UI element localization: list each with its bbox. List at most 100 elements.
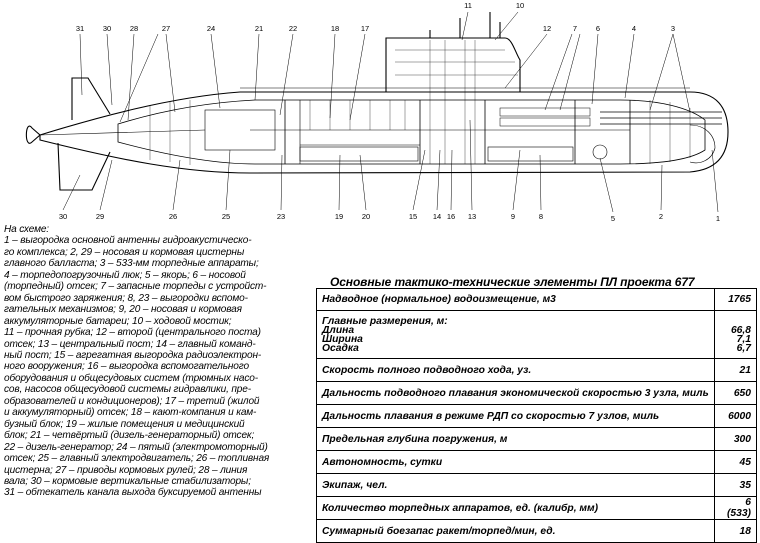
spec-label: Количество торпедных аппаратов, ед. (кал… xyxy=(316,496,715,520)
pressure-hull xyxy=(117,99,706,165)
spec-value: 18 xyxy=(713,519,758,543)
propeller xyxy=(25,125,41,144)
dimension-value: 7,1 xyxy=(736,333,751,345)
callout-bottom: 9 xyxy=(511,212,515,221)
callout-top: 17 xyxy=(361,24,369,33)
dimension-label: Осадка xyxy=(322,342,359,354)
fwd-battery xyxy=(487,146,574,162)
legend-line: 22 – дизель-генератор; 24 – пятый (элект… xyxy=(4,441,268,453)
callout-bottom: 13 xyxy=(468,212,476,221)
callout-bottom: 29 xyxy=(96,212,104,221)
legend-line: бузный блок; 19 – жилые помещения и меди… xyxy=(4,418,245,430)
outer-hull xyxy=(39,91,729,174)
table-title: Основные тактико-технические элементы ПЛ… xyxy=(330,275,695,289)
callout-top: 22 xyxy=(289,24,297,33)
spec-label: Дальность подводного плавания экономичес… xyxy=(316,381,715,405)
legend-line: ный пост; 15 – агрегатная выгородка ради… xyxy=(4,349,262,361)
specs-table: Надводное (нормальное) водоизмещение, м3… xyxy=(316,288,758,543)
shaft-line xyxy=(39,129,206,136)
callout-top: 3 xyxy=(671,24,675,33)
legend-line: образователей и кондиционеров); 17 – тре… xyxy=(4,395,260,407)
callout-top: 7 xyxy=(573,24,577,33)
callout-bottom: 25 xyxy=(222,212,230,221)
callout-bottom: 1 xyxy=(716,214,720,223)
aft-battery xyxy=(299,146,419,162)
legend-line: отсек; 25 – главный электродвигатель; 26… xyxy=(4,453,270,465)
spec-label: Экипаж, чел. xyxy=(316,473,715,497)
anchor xyxy=(592,144,608,160)
spec-value: 300 xyxy=(713,427,758,451)
bow-sonar xyxy=(689,124,716,164)
spec-label: Суммарный боезапас ракет/торпед/мин, ед. xyxy=(316,519,715,543)
callout-bottom: 8 xyxy=(539,212,543,221)
callout-bottom: 26 xyxy=(169,212,177,221)
callout-top: 30 xyxy=(103,24,111,33)
spec-value: 6 (533) xyxy=(713,496,758,520)
submarine-cutaway-drawing: 31 30 28 27 24 21 22 18 17 11 10 12 7 6 … xyxy=(25,1,729,223)
stern-upper-fin xyxy=(71,77,111,120)
table-row: Суммарный боезапас ракет/торпед/мин, ед.… xyxy=(316,519,758,543)
callout-bottom: 16 xyxy=(447,212,455,221)
legend-line: На схеме: xyxy=(4,224,49,235)
spec-value: 35 xyxy=(713,473,758,497)
spec-label: Скорость полного подводного хода, уз. xyxy=(316,358,715,382)
callout-bottom: 20 xyxy=(362,212,370,221)
legend-line: блок; 21 – четвёртый (дизель-генераторны… xyxy=(4,430,255,442)
legend-caption: На схеме:1 – выгородка основной антенны … xyxy=(4,224,304,499)
legend-line: вом быстрого заряжения; 8, 23 – выгородк… xyxy=(4,292,248,304)
conning-tower xyxy=(385,37,521,92)
legend-line: сов, насосов общесудовой системы гидравл… xyxy=(4,384,251,396)
callout-bottom: 5 xyxy=(611,214,615,223)
callout-bottom: 14 xyxy=(433,212,441,221)
spec-value: 45 xyxy=(713,450,758,474)
callout-top: 18 xyxy=(331,24,339,33)
spec-label: Предельная глубина погружения, м xyxy=(316,427,715,451)
callout-bottom: 2 xyxy=(659,212,663,221)
callout-top: 21 xyxy=(255,24,263,33)
callout-bottom: 30 xyxy=(59,212,67,221)
table-row: Экипаж, чел.35 xyxy=(316,473,758,497)
callout-top: 11 xyxy=(464,1,472,10)
table-row: Количество торпедных аппаратов, ед. (кал… xyxy=(316,496,758,520)
callout-top: 28 xyxy=(130,24,138,33)
legend-line: (торпедный) отсек; 7 – запасные торпеды … xyxy=(4,281,267,293)
stern-lower-fin xyxy=(57,142,111,191)
dimension-value: 66,8 xyxy=(730,324,751,336)
spec-value: 6000 xyxy=(713,404,758,428)
callout-top: 27 xyxy=(162,24,170,33)
table-row: Скорость полного подводного хода, уз.21 xyxy=(316,358,758,382)
legend-line: 11 – прочная рубка; 12 – второй (централ… xyxy=(4,327,261,339)
spec-label: Автономность, сутки xyxy=(316,450,715,474)
legend-line: оборудования и общесудовых систем (трюмн… xyxy=(4,372,258,384)
dimensions-header: Главные размерения, м: xyxy=(322,315,448,327)
legend-line: 31 – обтекатель канала выхода буксируемо… xyxy=(4,487,262,499)
spec-value: 1765 xyxy=(713,288,758,311)
spec-value: 21 xyxy=(713,358,758,382)
legend-line: главного балласта; 3 – 533-мм торпедные … xyxy=(4,258,259,270)
table-row: Надводное (нормальное) водоизмещение, м3… xyxy=(316,288,758,311)
legend-line: 4 – торпедопогрузочный люк; 5 – якорь; 6… xyxy=(4,269,246,281)
dimension-label: Длина xyxy=(322,324,355,336)
legend-line: вала; 30 – кормовые вертикальные стабили… xyxy=(4,475,251,487)
legend-line: цистерна; 27 – приводы кормовых рулей; 2… xyxy=(4,464,248,476)
spec-label: Дальность плавания в режиме РДП со скоро… xyxy=(316,404,715,428)
dimension-label: Ширина xyxy=(322,333,363,345)
legend-line: 1 – выгородка основной антенны гидроакус… xyxy=(4,235,252,247)
callout-top: 4 xyxy=(632,24,636,33)
callout-top: 12 xyxy=(543,24,551,33)
callout-top: 31 xyxy=(76,24,84,33)
callout-top: 6 xyxy=(596,24,600,33)
spec-label: Надводное (нормальное) водоизмещение, м3 xyxy=(316,288,715,311)
callout-top: 24 xyxy=(207,24,215,33)
table-row: Дальность подводного плавания экономичес… xyxy=(316,381,758,405)
legend-line: ного вооружения; 16 – выгородка вспомога… xyxy=(4,361,249,373)
table-row: Дальность плавания в режиме РДП со скоро… xyxy=(316,404,758,428)
legend-line: го комплекса; 2, 29 – носовая и кормовая… xyxy=(4,246,245,258)
legend-line: гательных механизмов; 9, 20 – носовая и … xyxy=(4,304,242,316)
dimension-value: 6,7 xyxy=(736,342,751,354)
callout-bottom: 15 xyxy=(409,212,417,221)
legend-line: отсек; 13 – центральный пост; 14 – главн… xyxy=(4,338,256,350)
